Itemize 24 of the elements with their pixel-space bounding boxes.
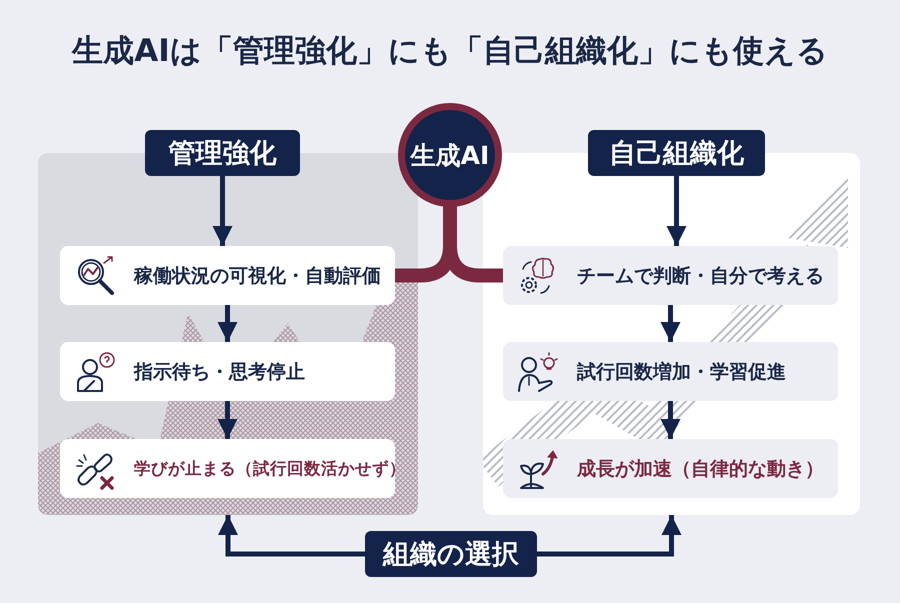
step-box <box>60 246 395 305</box>
title: 生成AIは「管理強化」にも「自己組織化」にも使える <box>70 32 829 71</box>
arrow <box>666 176 686 246</box>
arrow <box>660 401 680 439</box>
arrow <box>660 305 680 342</box>
arrow <box>218 515 365 556</box>
step-text: 試行回数増加・学習促進 <box>577 360 786 384</box>
step-text: 指示待ち・思考停止 <box>134 360 305 384</box>
step-text: チームで判断・自分で考える <box>577 264 824 288</box>
arrow <box>212 176 232 246</box>
step-box <box>60 342 395 401</box>
step-box <box>60 439 395 498</box>
step-text: 稼働状況の可視化・自動評価 <box>134 264 381 288</box>
center-circle: 生成AI <box>398 103 502 207</box>
arrow <box>537 515 682 556</box>
heading-box: 組織の選択 <box>365 531 537 577</box>
heading-box: 自己組織化 <box>588 130 765 176</box>
heading-box: 管理強化 <box>145 130 300 176</box>
step-box <box>503 342 838 401</box>
step-text: 学びが止まる（試行回数活かせず） <box>134 458 406 480</box>
step-text: 成長が加速（自律的な動き） <box>577 456 824 482</box>
arrow <box>218 305 238 342</box>
step-box <box>503 246 838 305</box>
step-box <box>503 439 838 498</box>
